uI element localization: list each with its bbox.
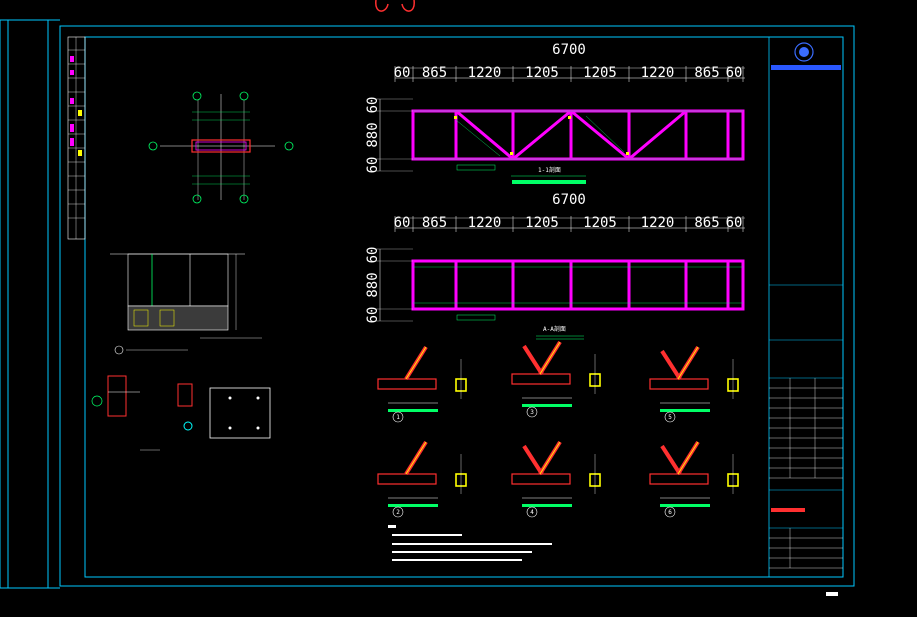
detail-number: 5 [668,414,672,421]
detail-number: 6 [668,509,672,516]
detail-number: 4 [530,509,534,516]
top-mark [375,0,415,12]
elevation_1-seg-dim-1: 865 [422,65,447,81]
elevation_2-seg-dim-1: 865 [422,215,447,231]
general-notes [388,525,552,561]
elevation_2-seg-dim-4: 1205 [583,215,617,231]
section-a-a-label: A-A剖面 [543,325,566,333]
elevation_2-seg-dim-0: 60 [394,215,411,231]
detail-number: 1 [396,414,400,421]
elevation_1-seg-dim-0: 60 [394,65,411,81]
elevation_1-seg-dim-3: 1205 [525,65,559,81]
sheet-border-outer [59,25,855,587]
elevation_2-height-dim-1: 880 [365,272,381,297]
joint-detail-6: 6 [649,440,739,518]
detail-number: 2 [396,509,400,516]
joint-detail-5: 4 [511,440,601,518]
elevation_2-seg-dim-7: 60 [726,215,743,231]
institute-logo [794,42,814,62]
joint-detail-1: 1 [377,345,467,423]
elevation_1-seg-dim-6: 865 [694,65,719,81]
elevation_1-seg-dim-7: 60 [726,65,743,81]
joint-detail-2: 3 [511,340,601,418]
plan-view [148,91,294,204]
detail-number: 3 [530,409,534,416]
truss-elevation-1 [411,109,745,161]
elevation_1-seg-dim-2: 1220 [468,65,502,81]
joint-detail-3: 5 [649,345,739,423]
section-labels: 1-1剖面 A-A剖面 [456,164,586,340]
elevation_2-height-dim-0: 60 [365,247,381,264]
elevation_1-height-dim-1: 880 [365,122,381,147]
title-block [768,36,844,596]
truss-elevation-2 [411,259,745,311]
elevation_2-seg-dim-3: 1205 [525,215,559,231]
elevation_2-seg-dim-6: 865 [694,215,719,231]
elevation_1-seg-dim-5: 1220 [641,65,675,81]
wall-section [110,253,262,355]
section-1-1-label: 1-1剖面 [538,166,561,174]
elevation_2-seg-dim-5: 1220 [641,215,675,231]
joint-details: 1 3 5 2 4 6 [377,340,739,518]
elevation_1-height-dim-2: 60 [365,157,381,174]
elevation_2-seg-dim-2: 1220 [468,215,502,231]
elevation_1-total-dim: 6700 [552,42,586,58]
joint-detail-4: 2 [377,440,467,518]
dimension-layer: 6700 60 865 1220 1205 1205 1220 865 60 60 880 60 670… [365,42,745,323]
left-panel-edge [0,19,9,589]
bolt-details [91,375,271,451]
elevation_1-height-dim-0: 60 [365,97,381,114]
elevation_2-height-dim-2: 60 [365,307,381,324]
elevation_2-total-dim: 6700 [552,192,586,208]
elevation_1-seg-dim-4: 1205 [583,65,617,81]
revision-strip [67,36,86,240]
